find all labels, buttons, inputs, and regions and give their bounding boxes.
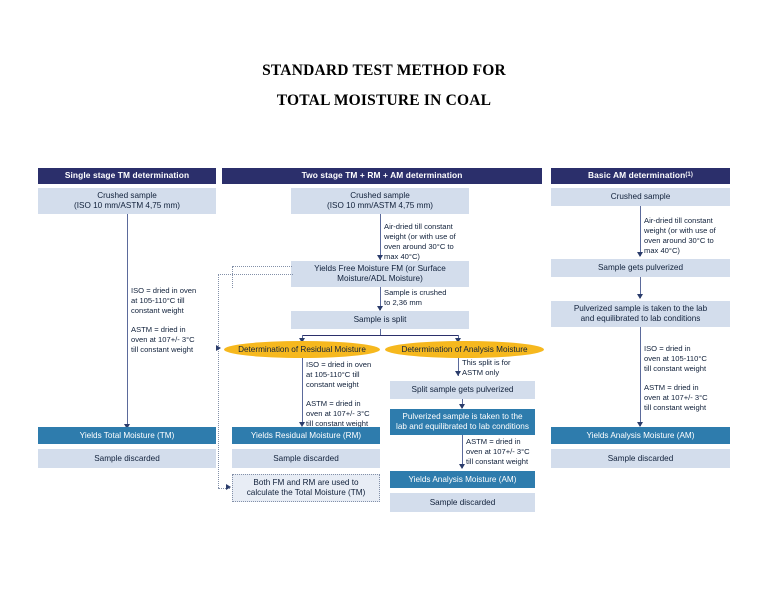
am-connector-3-arrow: [459, 464, 465, 469]
middle-free-moisture-box: Yields Free Moisture FM (or Surface Mois…: [291, 261, 469, 287]
right-connector-1-arrow: [637, 252, 643, 257]
am-connector-1-arrow: [455, 371, 461, 376]
feedback-bracket-leg: [232, 266, 233, 288]
column-header-basic-am-label: Basic AM determination: [588, 170, 686, 181]
title-line-2: TOTAL MOISTURE IN COAL: [276, 92, 492, 109]
am-connector-3: [462, 435, 463, 468]
middle-connector-1: [380, 214, 381, 260]
middle-air-dried-note: Air-dried till constant weight (or with …: [384, 222, 456, 261]
rm-summary-box: Both FM and RM are used to calculate the…: [232, 474, 380, 502]
feedback-bracket-top: [232, 266, 292, 267]
rm-sample-discarded-box: Sample discarded: [232, 449, 380, 468]
feedback-line-top: [218, 274, 293, 275]
middle-crushed-to-note: Sample is crushed to 2,36 mm: [384, 288, 447, 307]
right-pulverized-lab-box: Pulverized sample is taken to the lab an…: [551, 301, 730, 327]
middle-split-right-arrow: [455, 338, 461, 343]
am-sample-discarded-box: Sample discarded: [390, 493, 535, 512]
right-crushed-sample-box: Crushed sample: [551, 188, 730, 206]
left-connector-line: [127, 214, 128, 426]
am-pulverized-lab-box: Pulverized sample is taken to the lab an…: [390, 409, 535, 435]
title-line-1: STANDARD TEST METHOD FOR: [262, 62, 506, 79]
right-connector-3-arrow: [637, 422, 643, 427]
am-astm-dry-note: ASTM = dried in oven at 107+/- 3°C till …: [466, 437, 530, 466]
pill-determination-analysis-moisture: Determination of Analysis Moisture: [385, 341, 544, 358]
middle-split-bar: [302, 335, 458, 336]
left-connector-arrow: [124, 424, 130, 429]
am-astm-only-note: This split is for ASTM only: [462, 358, 511, 377]
rm-yields-box: Yields Residual Moisture (RM): [232, 427, 380, 444]
middle-split-left-leg: [302, 335, 303, 340]
right-yields-am-box: Yields Analysis Moisture (AM): [551, 427, 730, 444]
right-connector-1: [640, 206, 641, 256]
right-connector-2-arrow: [637, 294, 643, 299]
am-split-pulverized-box: Split sample gets pulverized: [390, 381, 535, 399]
am-connector-1: [458, 358, 459, 376]
am-yields-box: Yields Analysis Moisture (AM): [390, 471, 535, 488]
right-drying-note: ISO = dried in oven at 105-110°C till co…: [644, 344, 708, 413]
left-yields-tm-box: Yields Total Moisture (TM): [38, 427, 216, 444]
middle-sample-split-box: Sample is split: [291, 311, 469, 329]
feedback-line-vertical: [218, 274, 219, 488]
pill-determination-residual-moisture: Determination of Residual Moisture: [224, 341, 380, 358]
feedback-pill-arrow: [216, 345, 221, 351]
middle-split-left-arrow: [299, 338, 305, 343]
left-crushed-sample-box: Crushed sample (ISO 10 mm/ASTM 4,75 mm): [38, 188, 216, 214]
feedback-arrow: [226, 484, 231, 490]
column-header-single-stage: Single stage TM determination: [38, 168, 216, 184]
right-sample-discarded-box: Sample discarded: [551, 449, 730, 468]
rm-drying-note: ISO = dried in oven at 105-110°C till co…: [306, 360, 372, 429]
middle-crushed-sample-box: Crushed sample (ISO 10 mm/ASTM 4,75 mm): [291, 188, 469, 214]
am-connector-2: [462, 399, 463, 408]
right-air-dried-note: Air-dried till constant weight (or with …: [644, 216, 716, 255]
am-connector-2-arrow: [459, 404, 465, 409]
feedback-branch-to-pill: [218, 274, 219, 350]
right-connector-3: [640, 327, 641, 426]
middle-split-stem: [380, 329, 381, 335]
column-header-footnote-marker: (1): [685, 172, 693, 179]
middle-connector-1-arrow: [377, 255, 383, 260]
right-connector-2: [640, 277, 641, 298]
column-header-two-stage: Two stage TM + RM + AM determination: [222, 168, 542, 184]
left-sample-discarded-box: Sample discarded: [38, 449, 216, 468]
middle-connector-2: [380, 287, 381, 310]
column-header-basic-am: Basic AM determination(1): [551, 168, 730, 184]
rm-connector-arrow: [299, 422, 305, 427]
right-pulverized-box: Sample gets pulverized: [551, 259, 730, 277]
middle-split-right-leg: [458, 335, 459, 340]
feedback-line-bottom: [218, 488, 230, 489]
page-title: STANDARD TEST METHOD FOR TOTAL MOISTURE …: [0, 62, 768, 110]
middle-connector-2-arrow: [377, 306, 383, 311]
left-drying-note: ISO = dried in oven at 105-110°C till co…: [131, 286, 197, 355]
rm-connector-line: [302, 358, 303, 424]
